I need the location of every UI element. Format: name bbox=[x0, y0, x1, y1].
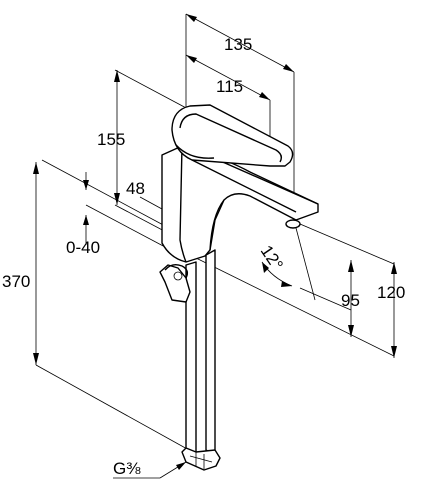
faucet-body bbox=[159, 104, 319, 471]
dim-48: 48 bbox=[126, 179, 145, 198]
dim-12-degrees: 12° bbox=[257, 242, 287, 274]
dim-0-40: 0-40 bbox=[66, 238, 100, 257]
dim-370: 370 bbox=[2, 272, 30, 291]
dim-135: 135 bbox=[224, 35, 252, 54]
dimension-lines bbox=[35, 13, 395, 456]
dim-155: 155 bbox=[97, 130, 125, 149]
dim-g3-8: G⅜ bbox=[113, 459, 141, 478]
dim-115: 115 bbox=[216, 77, 243, 96]
dim-120: 120 bbox=[377, 283, 405, 302]
dim-95: 95 bbox=[341, 291, 360, 310]
thread-leader bbox=[113, 461, 187, 479]
dimension-labels: 135 115 155 48 0-40 370 12° 95 120 G⅜ bbox=[2, 35, 405, 478]
